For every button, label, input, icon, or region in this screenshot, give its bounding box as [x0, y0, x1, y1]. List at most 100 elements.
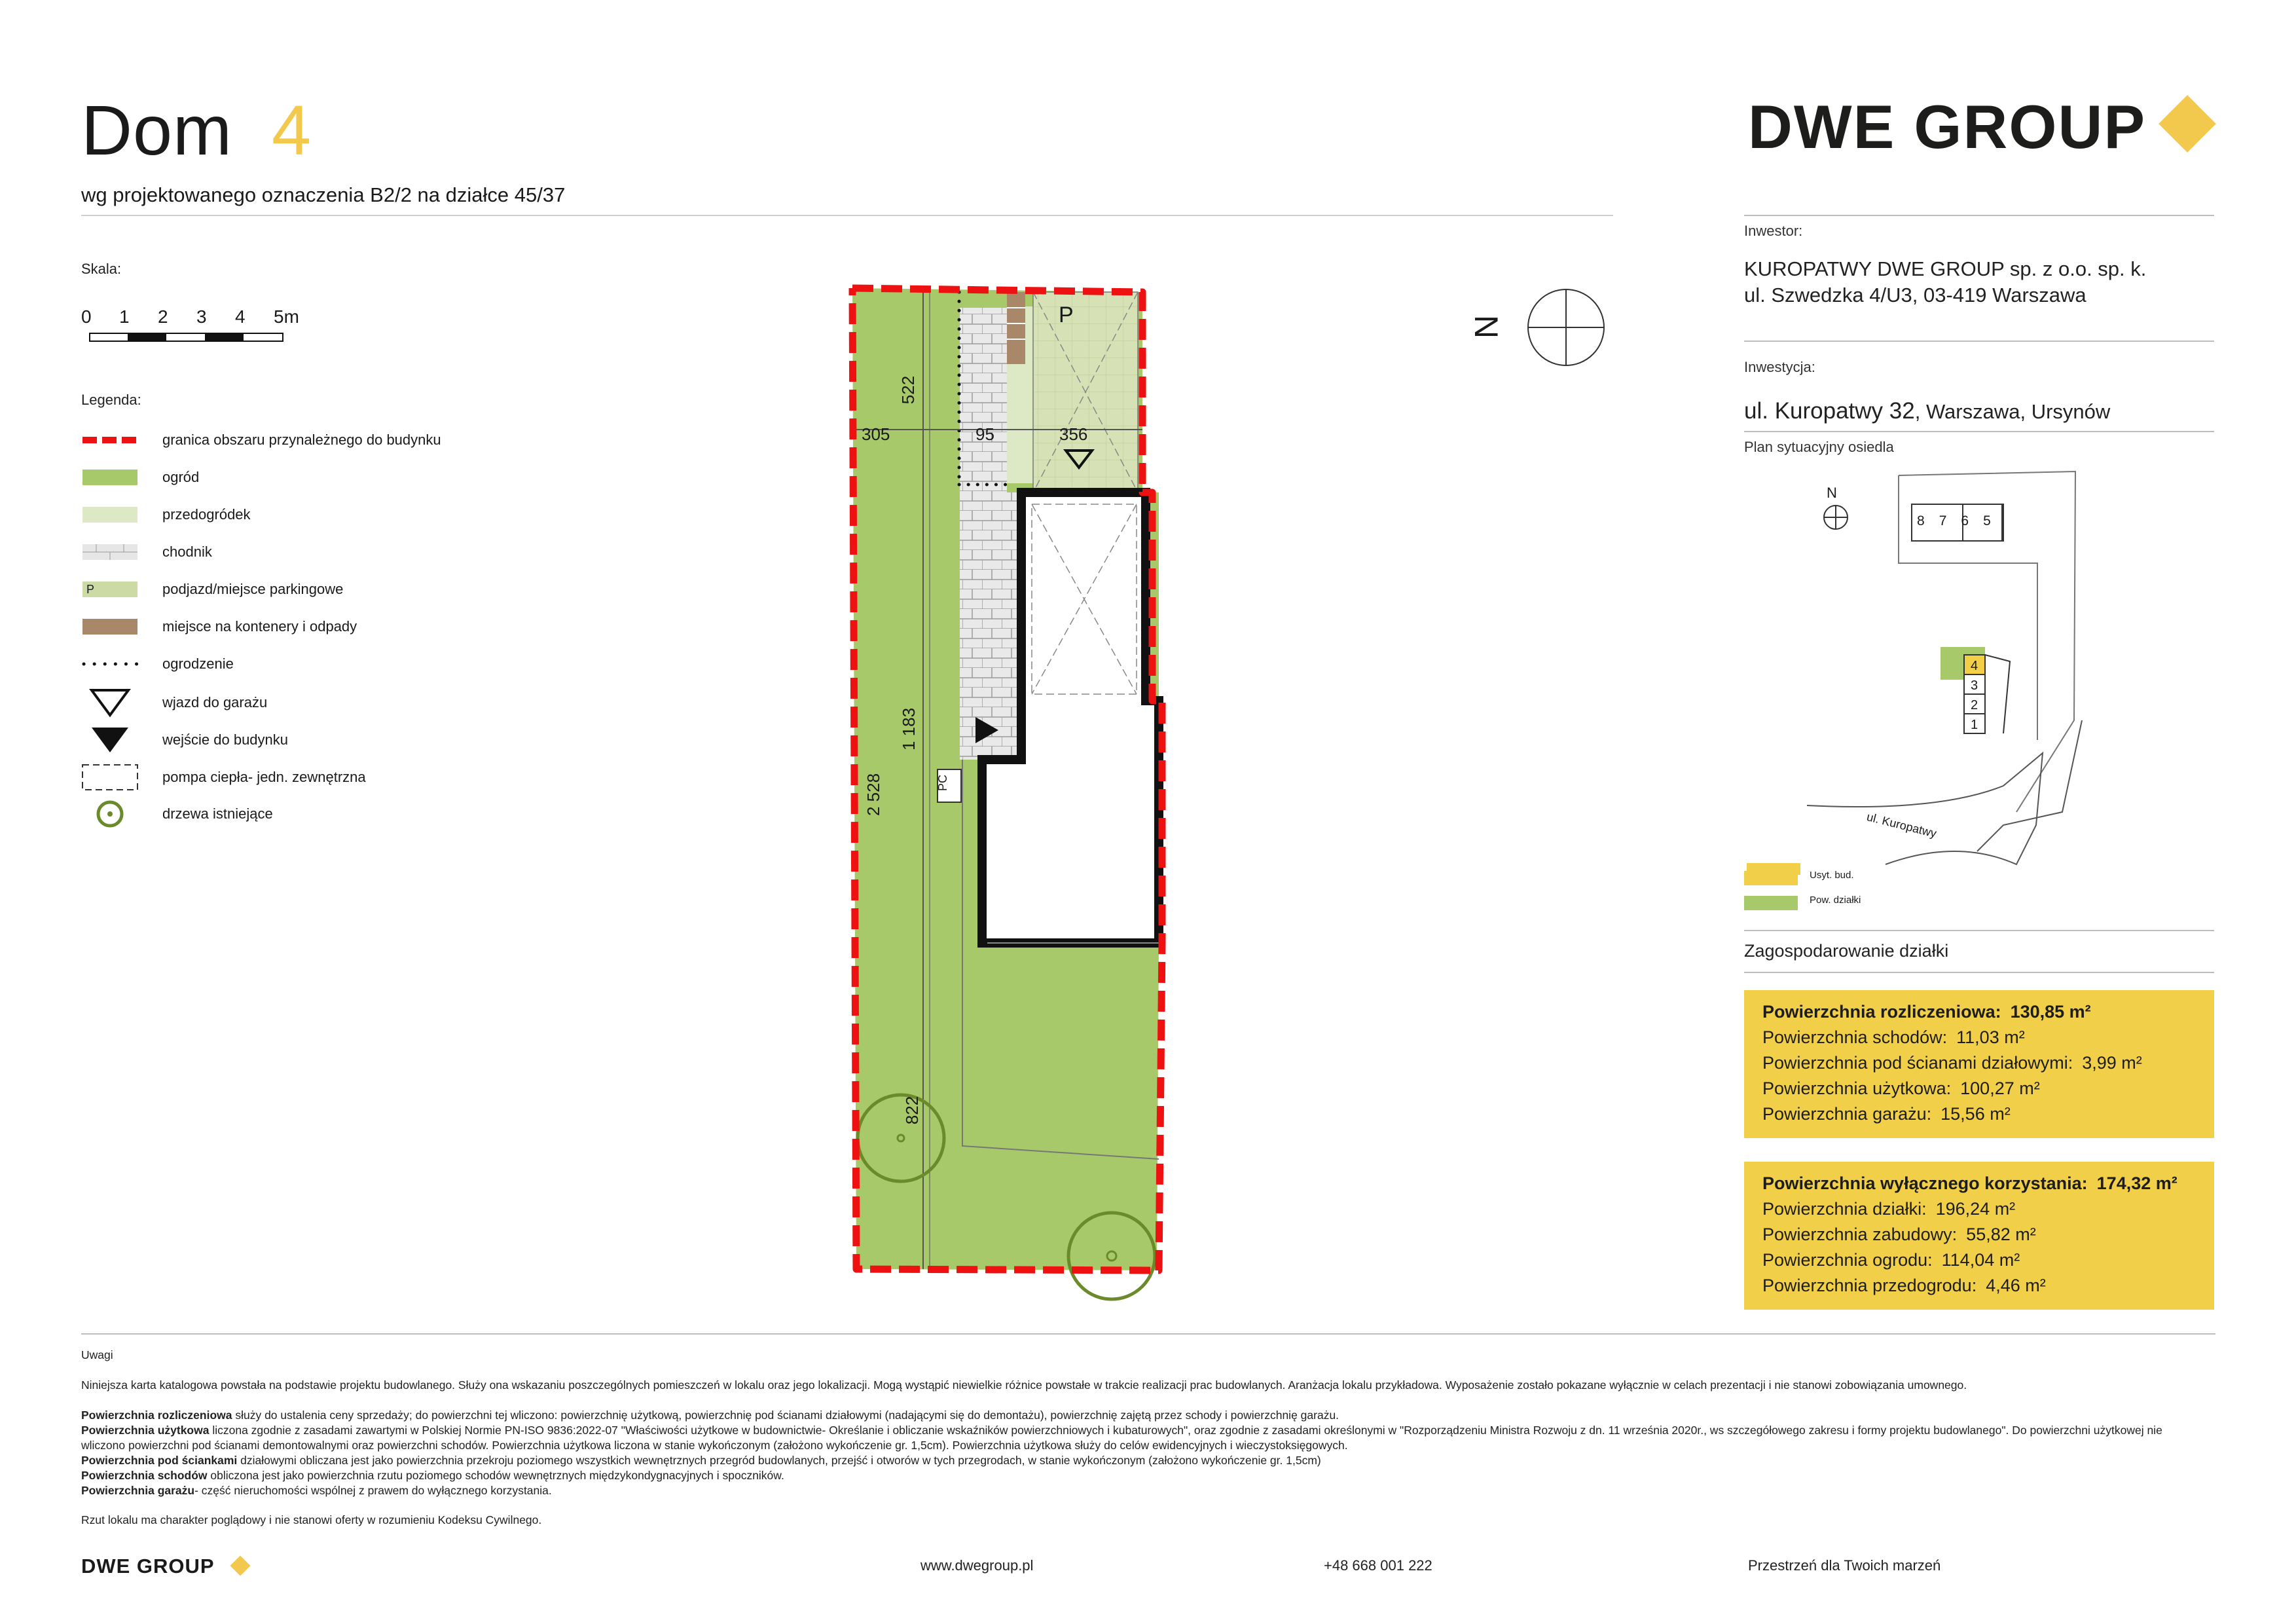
note-term: Powierzchnia schodów	[81, 1469, 208, 1482]
right-divider-2	[1744, 341, 2214, 342]
investment-name: ul. Kuropatwy 32	[1744, 398, 1915, 424]
note-term: Powierzchnia rozliczeniowa	[81, 1409, 232, 1422]
note-term: Powierzchnia garażu	[81, 1484, 195, 1497]
dimension-label: 2 528	[864, 773, 884, 817]
dimension-label: 95	[975, 424, 994, 444]
garage-entry-triangle-icon	[81, 687, 139, 718]
legend-label: podjazd/miejsce parkingowe	[162, 581, 344, 597]
area-label: Powierzchnia działki:	[1762, 1199, 1927, 1219]
unit-label: 6	[1961, 513, 1969, 528]
note-text: służy do ustalenia ceny sprzedaży; do po…	[232, 1409, 1339, 1422]
legend-item: wjazd do garażu	[81, 687, 267, 718]
note-paragraph: Powierzchnia pod ściankami działowymi ob…	[81, 1453, 2209, 1468]
legend-label: chodnik	[162, 544, 212, 560]
unit-label: 5	[1983, 513, 1991, 528]
unit-label: 8	[1917, 513, 1925, 528]
area-label: Powierzchnia użytkowa:	[1762, 1079, 1952, 1098]
compass-north-label: N	[1468, 314, 1505, 339]
area-value: 100,27 m²	[1960, 1079, 2040, 1098]
tree-icon	[856, 1093, 946, 1183]
area-row: Powierzchnia ogrodu:114,04 m²	[1762, 1247, 2196, 1273]
investment-address: ul. Kuropatwy 32, Warszawa, Ursynów	[1744, 396, 2110, 426]
site-plan-label: Plan sytuacyjny osiedla	[1744, 439, 1894, 455]
area-row: Powierzchnia działki:196,24 m²	[1762, 1196, 2196, 1222]
notes-title: Uwagi	[81, 1348, 113, 1361]
scale-tick: 5m	[274, 306, 299, 327]
legend-label: drzewa istniejące	[162, 805, 273, 822]
notes-intro: Niniejsza karta katalogowa powstała na p…	[81, 1378, 1967, 1392]
red-dashed-line-icon	[81, 430, 139, 450]
area-value: 130,85 m²	[2010, 1002, 2091, 1022]
area-row-head: Powierzchnia wyłącznego korzystania:174,…	[1762, 1171, 2196, 1196]
footer-tagline: Przestrzeń dla Twoich marzeń	[1748, 1557, 1941, 1574]
tree-icon	[81, 799, 139, 829]
area-label: Powierzchnia ogrodu:	[1762, 1250, 1933, 1270]
scale-label: Skala:	[81, 261, 122, 277]
unit-label: 2	[1971, 698, 1978, 712]
legend-item: drzewa istniejące	[81, 799, 273, 829]
legend-label: granica obszaru przynależnego do budynku	[162, 432, 441, 448]
plot-boundary	[848, 284, 1166, 1274]
site-plan-top-units: 8 7 6 5	[1917, 513, 1991, 529]
note-term: Powierzchnia użytkowa	[81, 1424, 210, 1437]
note-paragraph: Powierzchnia schodów obliczona jest jako…	[81, 1468, 2209, 1483]
note-term: Powierzchnia pod ściankami	[81, 1454, 238, 1467]
area-value: 15,56 m²	[1941, 1104, 2011, 1124]
note-paragraph: Powierzchnia garażu- część nieruchomości…	[81, 1483, 2209, 1498]
area-label: Powierzchnia garażu:	[1762, 1104, 1932, 1124]
areas-box-exclusive: Powierzchnia wyłącznego korzystania:174,…	[1744, 1162, 2214, 1310]
fence-dotted-line-icon	[81, 654, 139, 674]
pavement-area	[960, 308, 1021, 760]
areas-section-label: Zagospodarowanie działki	[1744, 941, 1949, 961]
waste-bin-area	[1007, 292, 1025, 364]
legend-item: ogrodzenie	[81, 651, 234, 677]
area-value: 4,46 m²	[1986, 1276, 2046, 1295]
right-divider-1	[1744, 215, 2214, 216]
title-word: Dom	[81, 90, 233, 170]
tree-icon	[1066, 1211, 1157, 1301]
footer-phone[interactable]: +48 668 001 222	[1324, 1557, 1432, 1574]
front-garden-swatch-icon	[81, 505, 139, 525]
dimension-label: 522	[898, 375, 919, 405]
site-plan-north: N	[1827, 485, 1837, 501]
site-legend-label: Pow. działki	[1810, 895, 1861, 906]
notes-definitions: Powierzchnia rozliczeniowa służy do usta…	[81, 1408, 2209, 1498]
site-legend-label: Usyt. bud.	[1810, 870, 1854, 881]
investor-line-2: ul. Szwedzka 4/U3, 03-419 Warszawa	[1744, 284, 2086, 306]
area-row: Powierzchnia garażu: 15,56 m²	[1762, 1101, 2196, 1127]
unit-label: 4	[1971, 659, 1978, 673]
area-label: Powierzchnia pod ścianami działowymi:	[1762, 1053, 2073, 1073]
scale-tick: 1	[119, 306, 130, 327]
dimension-label: 305	[862, 424, 890, 444]
area-label: Powierzchnia przedogrodu:	[1762, 1276, 1977, 1295]
legend-item: P podjazd/miejsce parkingowe	[81, 576, 343, 602]
header-divider	[81, 215, 1613, 216]
scale-bar-graphic	[89, 333, 283, 342]
note-text: obliczona jest jako powierzchnia rzutu p…	[207, 1469, 784, 1482]
legend-item: granica obszaru przynależnego do budynku	[81, 427, 441, 453]
parking-mark: P	[1059, 303, 1074, 327]
scale-tick: 3	[196, 306, 207, 327]
unit-label: 3	[1971, 678, 1978, 693]
site-plan-map	[1747, 470, 2083, 875]
legend-label: ogrodzenie	[162, 655, 234, 672]
garden-swatch-icon	[81, 468, 139, 487]
footer-brand: DWE GROUP	[81, 1555, 215, 1578]
legend-label: miejsce na kontenery i odpady	[162, 618, 357, 635]
investment-label: Inwestycja:	[1744, 359, 1815, 375]
area-row-head: Powierzchnia rozliczeniowa:130,85 m²	[1762, 999, 2196, 1025]
area-value: 3,99 m²	[2082, 1053, 2142, 1073]
legend-item: pompa ciepła- jedn. zewnętrzna	[81, 762, 366, 792]
footer-website-link[interactable]: www.dwegroup.pl	[920, 1557, 1034, 1574]
dimension-label: 356	[1059, 424, 1088, 444]
legend-item: miejsce na kontenery i odpady	[81, 614, 357, 640]
area-value: 11,03 m²	[1956, 1027, 2025, 1047]
page-subtitle: wg projektowanego oznaczenia B2/2 na dzi…	[81, 183, 566, 206]
parking-mark: P	[82, 581, 137, 597]
legend-label: wejście do budynku	[162, 731, 289, 748]
area-row: Powierzchnia zabudowy:55,82 m²	[1762, 1222, 2196, 1247]
scale-tick: 0	[81, 306, 92, 327]
note-text: działowymi obliczana jest jako powierzch…	[237, 1454, 1321, 1467]
notes-closing: Rzut lokalu ma charakter poglądowy i nie…	[81, 1513, 542, 1526]
